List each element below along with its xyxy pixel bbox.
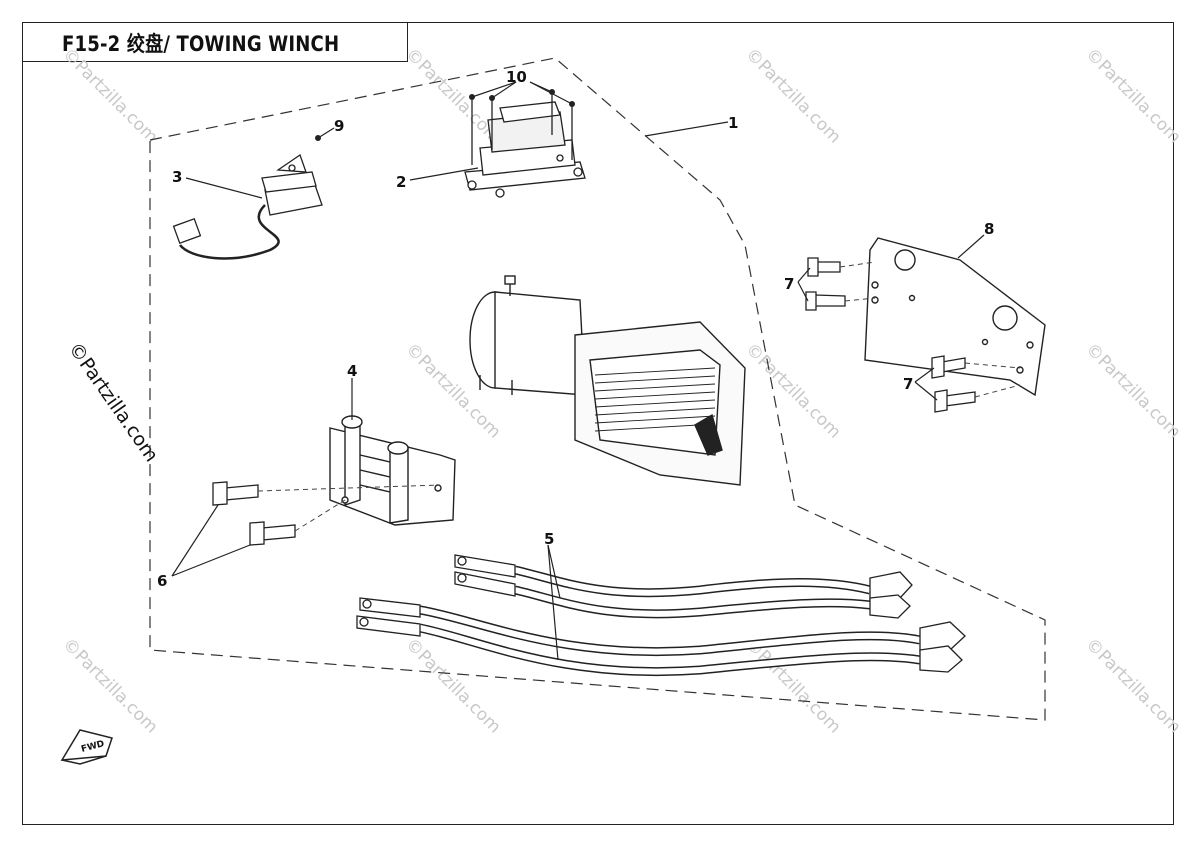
callouts: 1 2 3 4 5 6 7 7 8 9 10 xyxy=(157,68,994,590)
power-cables xyxy=(419,565,921,677)
callout-10: 10 xyxy=(506,68,527,86)
title-box xyxy=(22,22,408,62)
cable-terminals xyxy=(356,554,966,673)
assembly-boundary xyxy=(149,57,1046,721)
watermark-dark: ©Partzilla.com xyxy=(64,338,163,466)
watermark: ©Partzilla.com xyxy=(58,44,161,147)
callout-4: 4 xyxy=(347,362,357,380)
roller-fairlead xyxy=(329,415,456,526)
callout-2: 2 xyxy=(396,173,406,191)
solenoid-relay xyxy=(464,95,586,198)
callout-5: 5 xyxy=(544,530,554,548)
winch-body xyxy=(469,275,746,486)
callout-6: 6 xyxy=(157,572,167,590)
watermark: ©Partzilla.com xyxy=(1081,339,1184,442)
watermark: ©Partzilla.com xyxy=(1081,634,1184,737)
page-title: F15-2 绞盘/ TOWING WINCH xyxy=(62,32,340,56)
bolt-lines xyxy=(839,261,1021,398)
relay-screws xyxy=(469,89,575,107)
callout-3: 3 xyxy=(172,168,182,186)
fairlead-bolt-lines xyxy=(257,484,441,532)
watermark: ©Partzilla.com xyxy=(741,634,844,737)
callout-9: 9 xyxy=(334,117,344,135)
callout-1: 1 xyxy=(728,114,738,132)
watermark: ©Partzilla.com xyxy=(1081,44,1184,147)
forward-arrow-icon: FWD xyxy=(60,729,113,765)
leader-lines xyxy=(171,81,985,661)
callout-8: 8 xyxy=(984,220,994,238)
control-switch xyxy=(172,153,323,260)
diagram-frame xyxy=(22,22,1174,825)
watermark: ©Partzilla.com xyxy=(741,44,844,147)
watermark: ©Partzilla.com xyxy=(741,339,844,442)
callout-7-upper: 7 xyxy=(784,275,794,293)
bolts-7 xyxy=(805,257,976,413)
mounting-plate xyxy=(864,237,1046,397)
bolts-6 xyxy=(212,481,296,546)
watermark: ©Partzilla.com xyxy=(58,634,161,737)
callout-7-lower: 7 xyxy=(903,375,913,393)
